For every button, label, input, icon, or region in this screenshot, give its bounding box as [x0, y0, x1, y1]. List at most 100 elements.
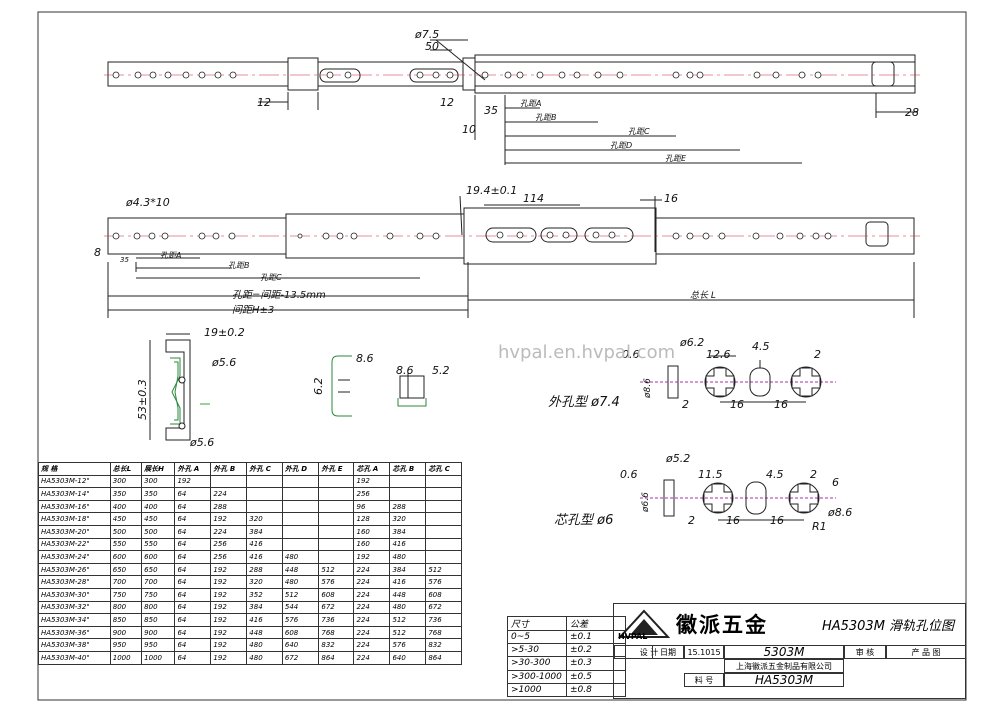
- spec-value-cell: 350: [141, 487, 176, 501]
- spec-value-cell: 64: [174, 638, 212, 652]
- spec-value-cell: 192: [210, 613, 248, 627]
- spec-value-cell: 224: [210, 487, 248, 501]
- dim-16c: 16: [726, 514, 740, 527]
- tol-value: ±0.8: [566, 682, 626, 697]
- dim-6: 6: [832, 476, 839, 489]
- spec-value-cell: 64: [174, 537, 212, 552]
- dim-phi43x10: ø4.3*10: [125, 196, 170, 209]
- spec-value-cell: [425, 537, 462, 552]
- spec-value-cell: 512: [389, 625, 427, 640]
- dim-45b: 4.5: [766, 468, 784, 481]
- spec-value-cell: 256: [210, 550, 248, 564]
- col-header: 外孔 C: [246, 462, 283, 476]
- dim-phi56-b: ø5.6: [189, 436, 214, 449]
- sheet-border: [37, 11, 967, 701]
- dim-28: 28: [905, 106, 919, 119]
- spec-value-cell: 192: [210, 512, 248, 526]
- spec-value-cell: 1000: [109, 650, 143, 665]
- spec-value-cell: 256: [210, 537, 248, 552]
- spec-value-cell: 160: [353, 524, 391, 539]
- spec-value-cell: 900: [109, 625, 143, 640]
- spec-value-cell: 224: [353, 562, 391, 577]
- spec-value-cell: 416: [389, 537, 427, 552]
- spec-value-cell: 256: [353, 487, 391, 501]
- spec-value-cell: [318, 487, 355, 501]
- middle-view: [104, 195, 920, 318]
- dim-53: 53±0.3: [136, 379, 149, 420]
- product-label: 产 品 图: [886, 645, 966, 659]
- col-header: 总长L: [109, 462, 143, 476]
- dim-phi52: ø5.2: [665, 452, 690, 465]
- spec-value-cell: [281, 524, 320, 539]
- dim-115: 11.5: [698, 468, 723, 481]
- spec-value-cell: 864: [318, 650, 355, 665]
- spec-value-cell: 450: [109, 512, 143, 526]
- spec-value-cell: 160: [353, 537, 391, 552]
- spec-model-cell: HA5303M-18": [38, 512, 111, 526]
- table-row: >30-300±0.3: [507, 656, 626, 671]
- spec-value-cell: [318, 474, 355, 489]
- dim-16-mid: 16: [664, 192, 678, 205]
- spec-value-cell: 224: [353, 587, 391, 602]
- spec-value-cell: 512: [389, 613, 427, 627]
- check-label: 审 核: [844, 645, 886, 659]
- spec-value-cell: 480: [389, 550, 427, 564]
- spec-value-cell: 512: [318, 562, 355, 577]
- spec-value-cell: 480: [281, 575, 320, 589]
- logo-text: HVPAL: [618, 632, 648, 641]
- dim-phi86b: ø8.6: [827, 506, 852, 519]
- dim-phi75: ø7.5: [414, 28, 439, 41]
- spec-value-cell: [246, 499, 283, 514]
- len-a: 孔距A: [520, 99, 541, 108]
- tol-size: >300-1000: [507, 669, 567, 684]
- spec-value-cell: 384: [389, 562, 427, 577]
- spec-model-cell: HA5303M-36": [38, 625, 111, 640]
- tol-size: 0~5: [507, 629, 567, 645]
- dim-2d: 2: [688, 514, 695, 527]
- spec-value-cell: 448: [389, 587, 427, 602]
- spec-model-cell: HA5303M-40": [38, 650, 111, 665]
- top-view-dims: ø7.5 50 12 12 35 10 28 孔距A 孔距B 孔距C 孔距D 孔…: [257, 28, 919, 163]
- spec-value-cell: 600: [141, 550, 176, 564]
- company-name: 上海徽派五金制品有限公司: [724, 659, 844, 673]
- col-header: 规 格: [38, 462, 111, 476]
- spec-value-cell: [281, 537, 320, 552]
- top-view-holes: [112, 71, 822, 79]
- spec-value-cell: 192: [210, 562, 248, 577]
- spec-value-cell: 640: [389, 650, 427, 665]
- spec-model-cell: HA5303M-12": [38, 474, 111, 489]
- spec-value-cell: [425, 512, 462, 526]
- dim-35-mid: 35: [120, 256, 129, 264]
- col-header: 外孔 E: [318, 462, 355, 476]
- spec-model-cell: HA5303M-30": [38, 587, 111, 602]
- col-header: 展长H: [141, 462, 176, 476]
- spec-value-cell: 576: [389, 638, 427, 652]
- spec-value-cell: 672: [318, 600, 355, 615]
- dim-16a: 16: [730, 398, 744, 411]
- spec-value-cell: 672: [281, 650, 320, 665]
- spec-value-cell: 320: [246, 512, 283, 526]
- len-d: 孔距D: [610, 141, 632, 150]
- spec-value-cell: 576: [425, 575, 462, 589]
- spec-value-cell: 640: [281, 638, 320, 652]
- spec-value-cell: 350: [109, 487, 143, 501]
- len-b-mid: 孔距B: [228, 261, 250, 270]
- spec-value-cell: 850: [141, 613, 176, 627]
- tol-size: >5-30: [507, 643, 567, 658]
- part-number: HA5303M: [724, 673, 844, 687]
- dim-06b: 0.6: [620, 468, 638, 481]
- spec-value-cell: 576: [318, 575, 355, 589]
- dim-clip-52: 5.2: [432, 364, 450, 377]
- spec-value-cell: 750: [141, 587, 176, 602]
- spec-table-header: 规 格 总长L 展长H 外孔 A 外孔 B 外孔 C 外孔 D 外孔 E 芯孔 …: [38, 462, 462, 476]
- dim-clip-86: 8.6: [356, 352, 374, 365]
- spec-model-cell: HA5303M-22": [38, 537, 111, 552]
